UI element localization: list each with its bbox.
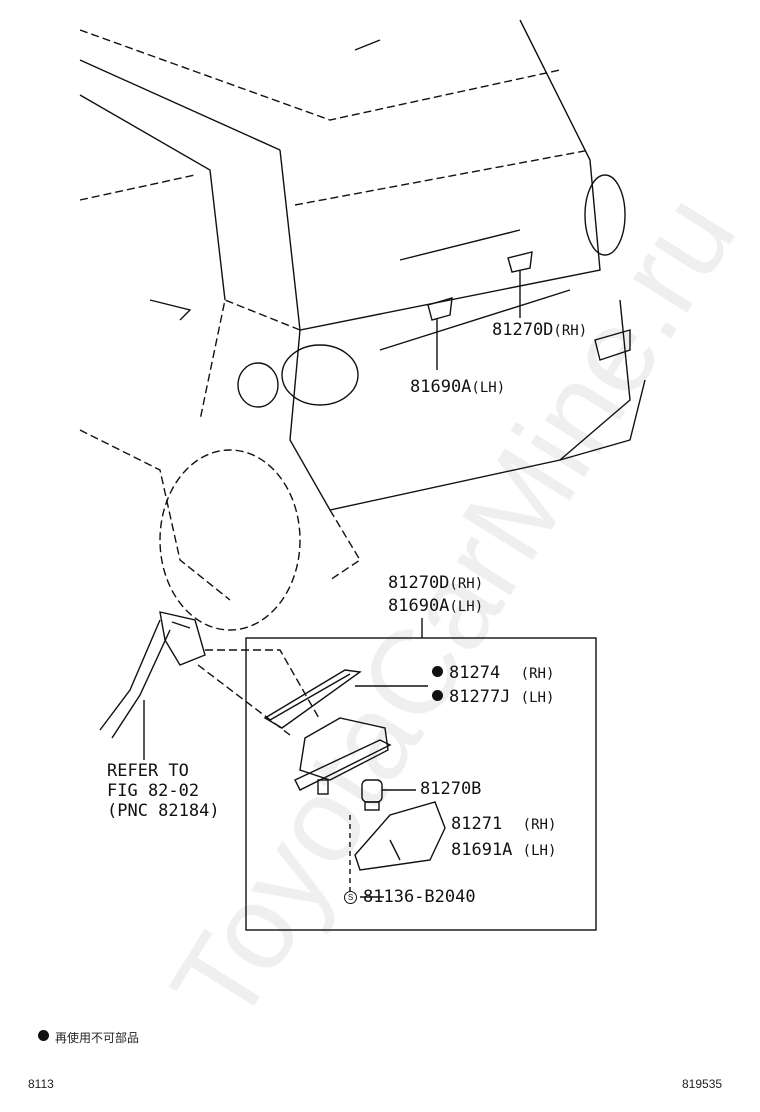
- callout-81690a-lh-car: 81690A(LH): [410, 377, 506, 397]
- connector: [159, 611, 206, 666]
- callout-81277j-lh: 81277J (LH): [432, 689, 554, 706]
- detail-box: [245, 637, 597, 931]
- callout-81691a-lh: 81691A (LH): [451, 840, 557, 860]
- callout-81690a-lh-box: 81690A(LH): [388, 596, 484, 616]
- harness-b: [111, 629, 171, 739]
- refer-line-1: REFER TO: [107, 761, 189, 781]
- legend-non-reusable: 再使用不可部品: [38, 1030, 139, 1044]
- callout-81270b: 81270B: [420, 779, 482, 799]
- connector-dash-2: [205, 649, 321, 721]
- bulb: [361, 779, 383, 811]
- legend-dot-icon: [38, 1030, 49, 1041]
- screw-symbol-icon: S: [344, 891, 357, 904]
- refer-line-2: FIG 82-02: [107, 781, 200, 801]
- footer-right-code: 819535: [682, 1077, 723, 1091]
- harness-a: [99, 619, 161, 731]
- connector-dash: [197, 664, 291, 736]
- car-body-outline: [79, 19, 646, 631]
- refer-line-3: (PNC 82184): [107, 801, 220, 821]
- lamp-rh-on-car: [507, 251, 533, 273]
- lamp-lh-on-car: [427, 297, 453, 321]
- footer-left-code: 8113: [28, 1077, 54, 1091]
- lamp-housing: [294, 717, 392, 795]
- non-reusable-dot-icon: [432, 690, 443, 701]
- lamp-cover: [354, 801, 446, 871]
- non-reusable-dot-icon: [432, 666, 443, 677]
- callout-81274-rh: 81274 (RH): [432, 665, 554, 682]
- callout-81271-rh: 81271 (RH): [451, 814, 557, 834]
- callout-81270d-rh-box: 81270D(RH): [388, 573, 484, 593]
- callout-81270d-rh-car: 81270D(RH): [492, 320, 588, 340]
